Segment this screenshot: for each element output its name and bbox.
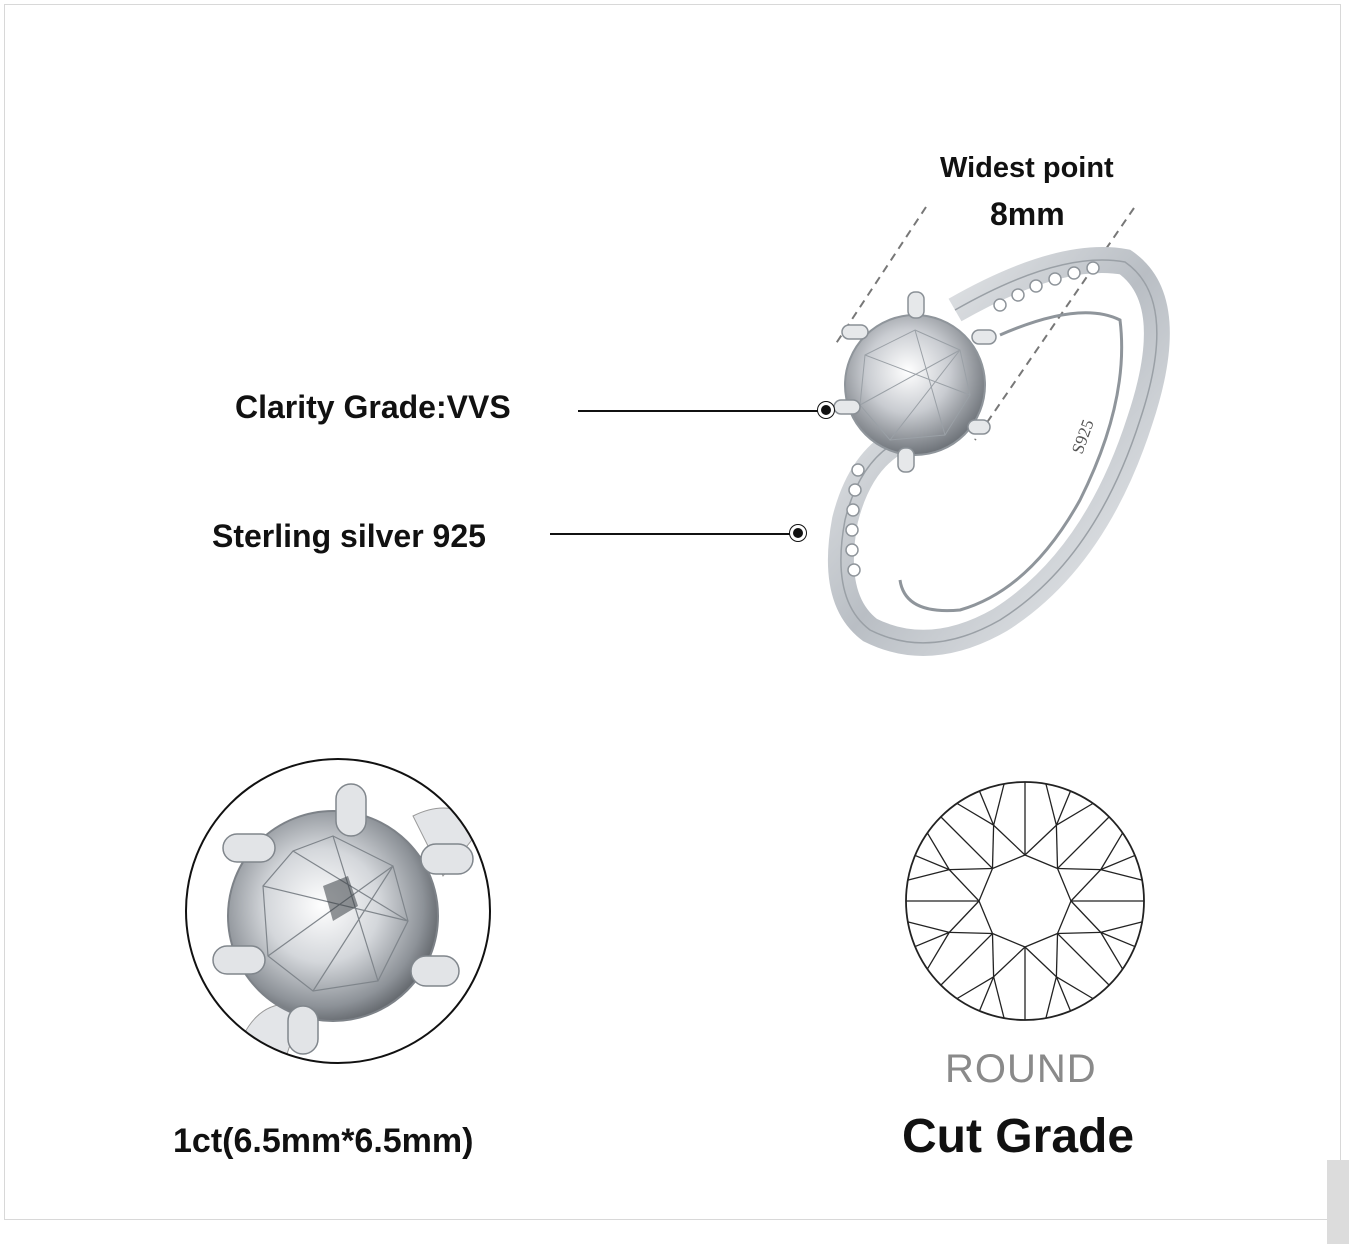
material-callout-line [550,533,796,535]
material-label: Sterling silver 925 [212,518,486,554]
clarity-callout-dot [821,405,831,415]
round-cut-diagram [905,781,1145,1021]
clarity-label: Clarity Grade:VVS [235,389,511,425]
image-frame [4,4,1341,1220]
stone-size-label: 1ct(6.5mm*6.5mm) [173,1122,474,1160]
clarity-callout-line [578,410,824,412]
stone-closeup-image [185,758,491,1064]
scrollbar[interactable] [1327,1160,1349,1244]
ring-image: S925 [827,247,1170,656]
widest-point-guides [834,206,1135,441]
widest-point-value: 8mm [990,196,1065,232]
ring-stamp: S925 [1068,417,1098,456]
material-callout-dot [793,528,803,538]
cut-grade-title: Cut Grade [902,1110,1135,1163]
widest-point-title: Widest point [940,152,1114,184]
cut-shape-label: ROUND [945,1047,1097,1091]
